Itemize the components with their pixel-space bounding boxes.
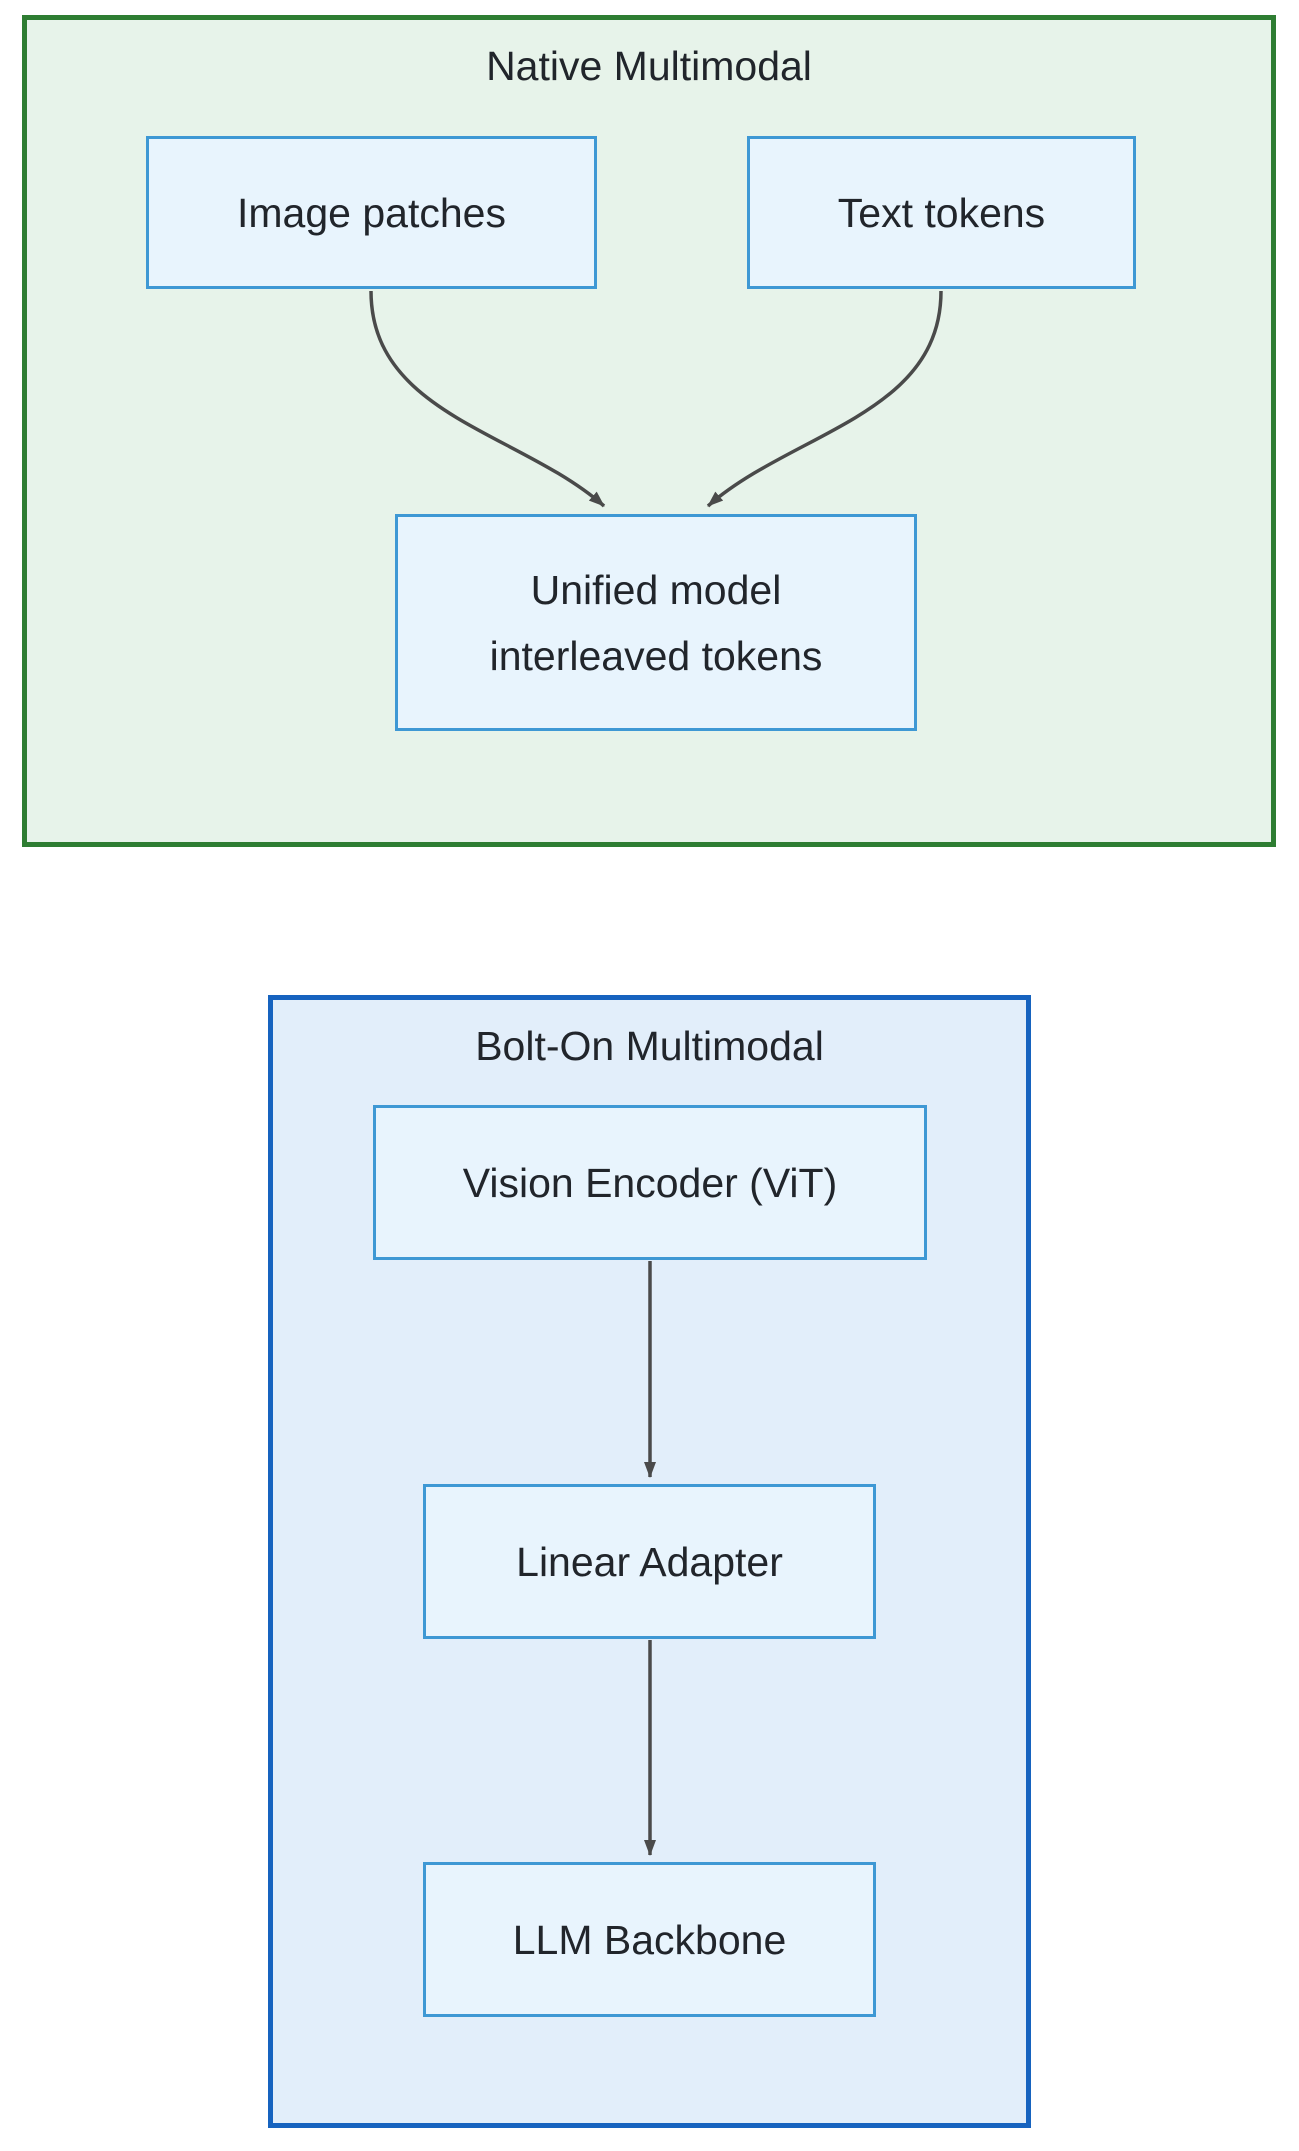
llm-backbone-node: LLM Backbone — [423, 1862, 876, 2017]
vision-encoder-node: Vision Encoder (ViT) — [373, 1105, 927, 1260]
linear-adapter-node: Linear Adapter — [423, 1484, 876, 1639]
vision-encoder-label: Vision Encoder (ViT) — [462, 1159, 838, 1206]
unified-model-node: Unified model interleaved tokens — [395, 514, 917, 731]
llm-backbone-label: LLM Backbone — [512, 1916, 787, 1963]
linear-adapter-label: Linear Adapter — [516, 1538, 783, 1585]
unified-model-label-line1: Unified model — [530, 566, 782, 613]
unified-model-label: Unified model interleaved tokens — [490, 557, 823, 689]
unified-model-label-line2: interleaved tokens — [489, 632, 823, 679]
native-multimodal-title: Native Multimodal — [486, 43, 812, 89]
bolt-on-multimodal-title: Bolt-On Multimodal — [475, 1023, 824, 1069]
text-tokens-label: Text tokens — [837, 189, 1046, 236]
image-patches-label: Image patches — [237, 189, 506, 236]
text-tokens-node: Text tokens — [747, 136, 1136, 289]
image-patches-node: Image patches — [146, 136, 597, 289]
